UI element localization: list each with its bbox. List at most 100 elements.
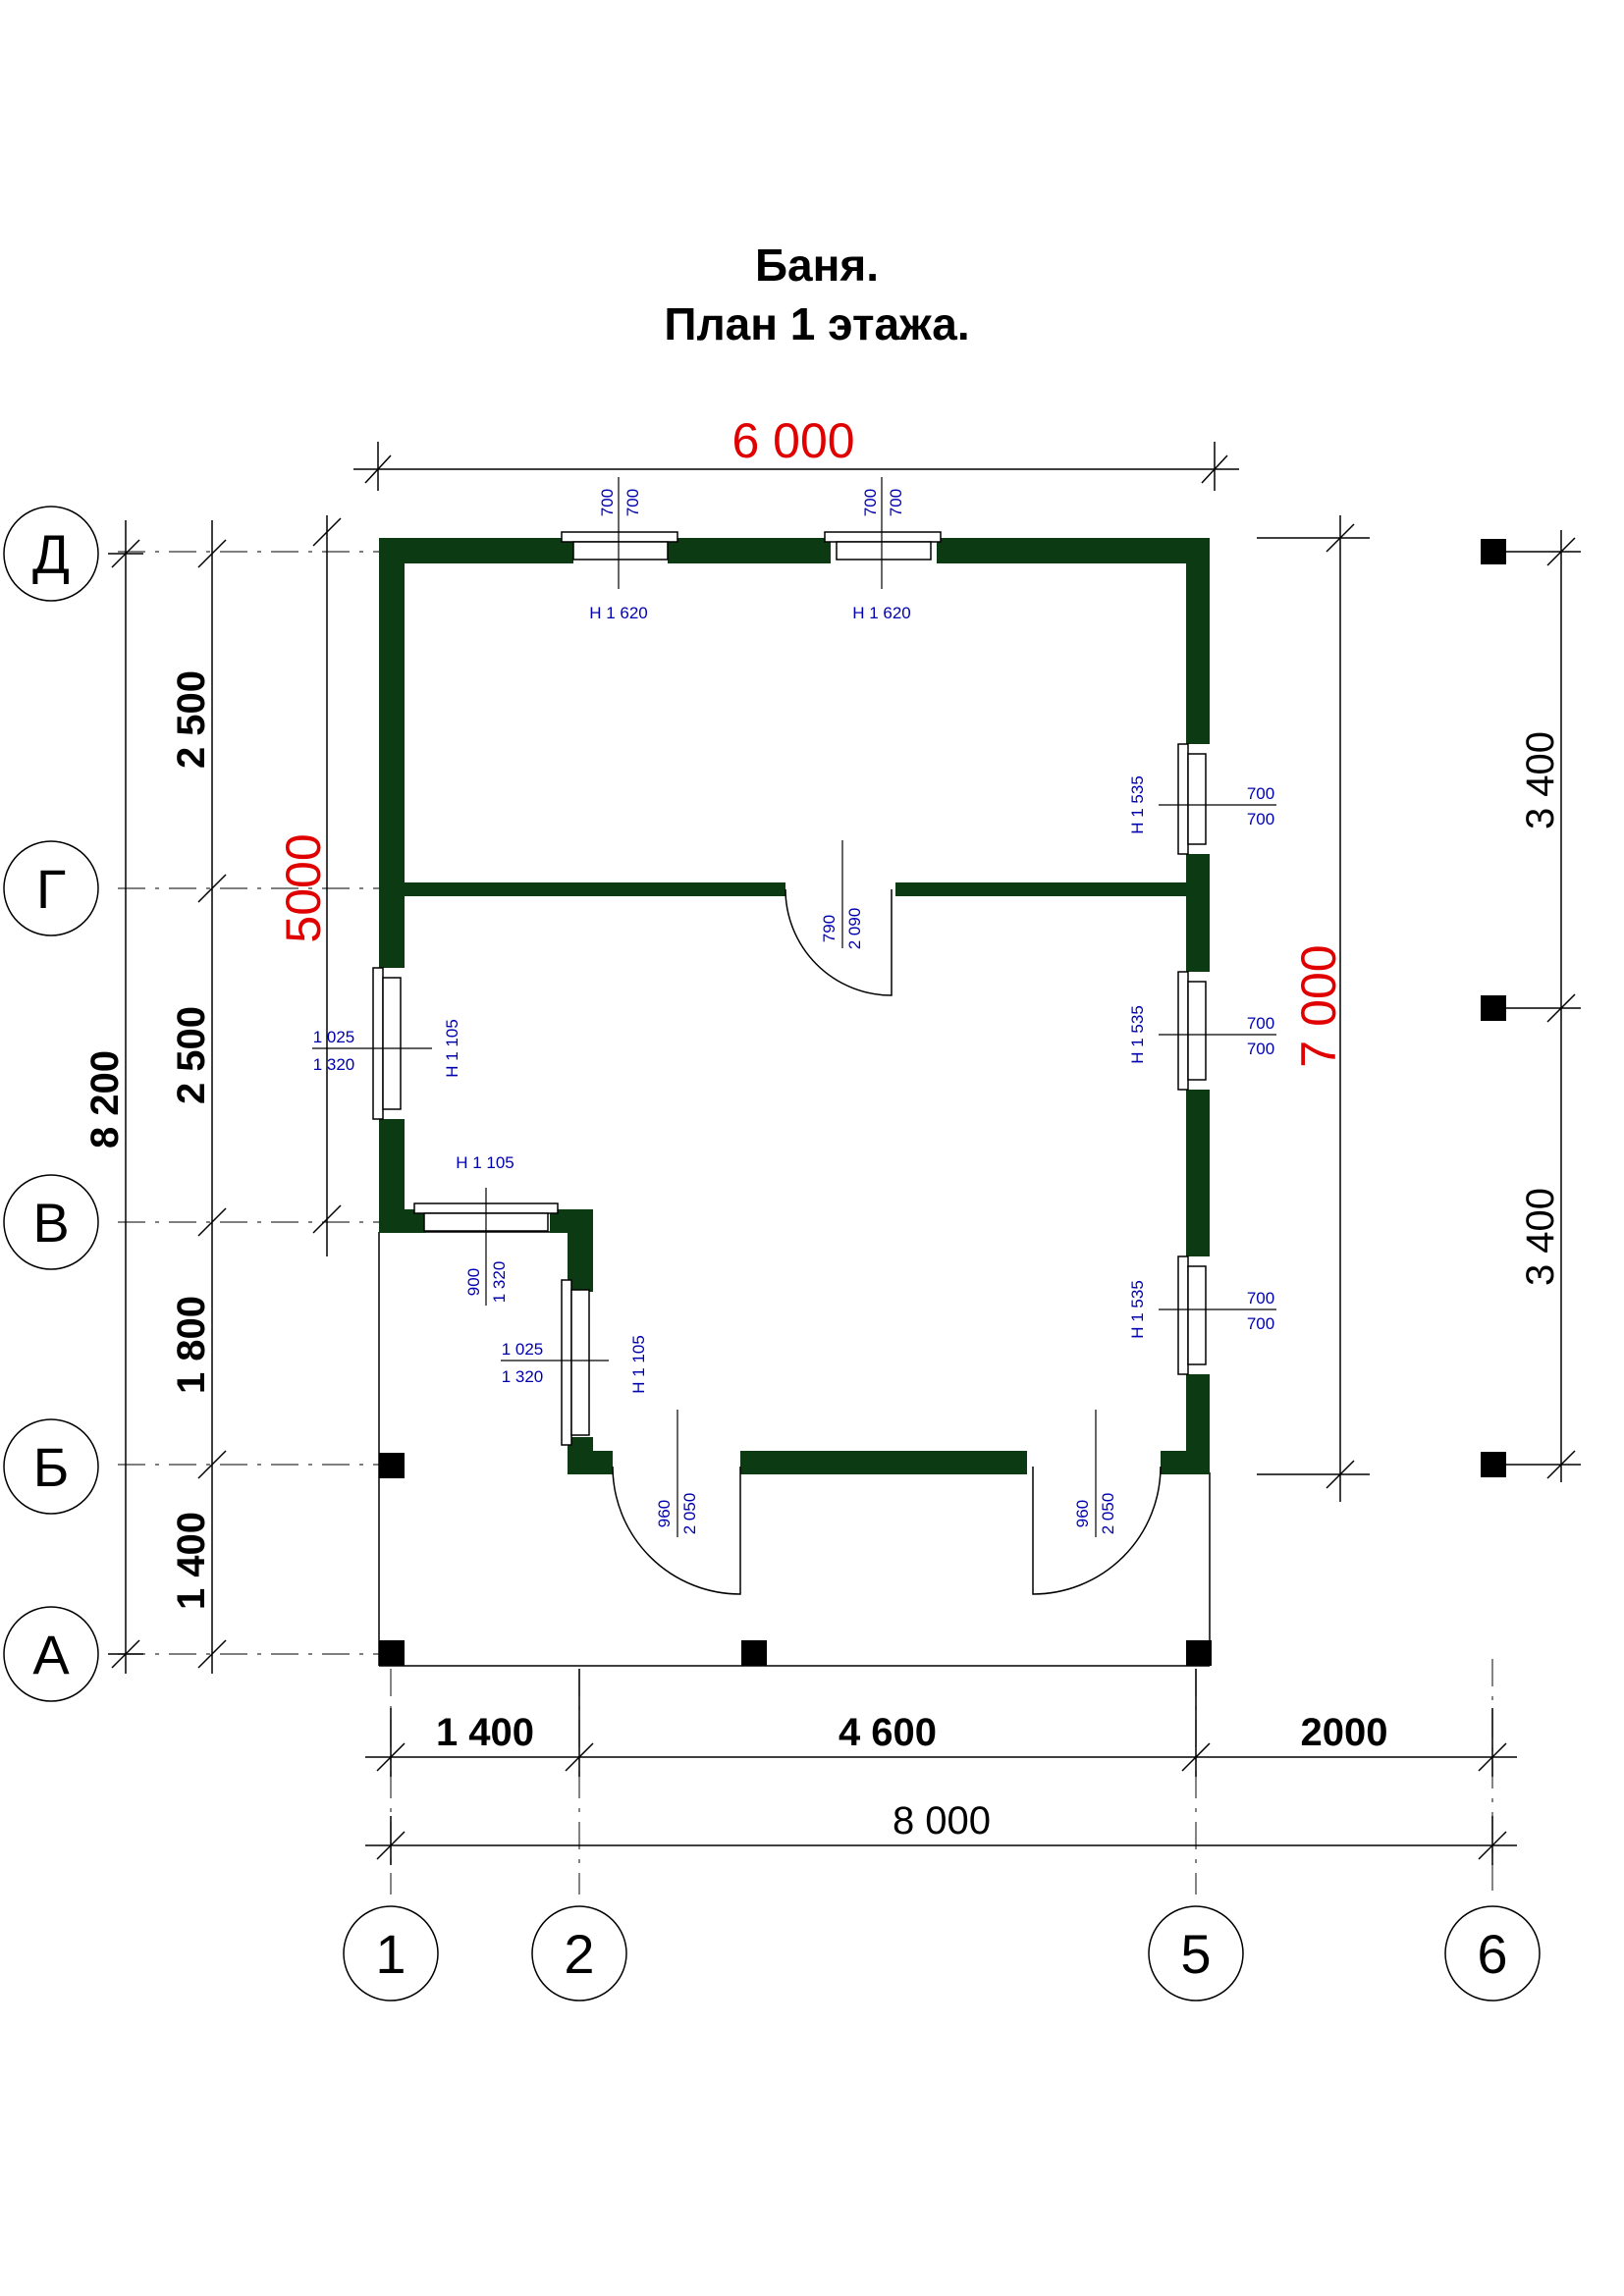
right-window-3-sill: Н 1 535 xyxy=(1128,1280,1147,1339)
right-window-3 xyxy=(1177,1255,1189,1375)
row-axis-markers: Д Г В Б А xyxy=(3,506,99,1702)
plan-title-line2: План 1 этажа. xyxy=(664,298,969,349)
left-overall-dimension-group: 8 200 xyxy=(83,520,143,1674)
right-window-1-annotation: 700 700 Н 1 535 xyxy=(1128,775,1274,834)
terrace-post-3 xyxy=(741,1640,767,1666)
bottom-segment-2-5: 4 600 xyxy=(839,1711,937,1754)
axis-circle-g xyxy=(3,840,99,936)
bottom-overall-dimension-group: 8 000 xyxy=(365,1799,1517,1865)
terrace-post-4 xyxy=(1186,1640,1212,1666)
left-window xyxy=(372,967,384,1120)
right-window-1-width: 700 xyxy=(1247,784,1274,803)
inner-window-horizontal-annotation: Н 1 105 900 1 320 xyxy=(456,1153,514,1303)
axis-label-b: Б xyxy=(33,1436,70,1498)
left-overall-dimension: 8 200 xyxy=(83,1050,127,1148)
axis-circle-2 xyxy=(531,1905,627,2002)
door-entry-right-height: 2 050 xyxy=(1099,1493,1117,1535)
axis-circle-v xyxy=(3,1174,99,1270)
axis-circle-b xyxy=(3,1418,99,1515)
axis-label-v: В xyxy=(32,1192,69,1254)
inner-window-vertical xyxy=(561,1279,572,1446)
top-window-1-sill: Н 1 620 xyxy=(589,604,648,622)
right-post-2 xyxy=(1481,995,1506,1021)
right-red-dimension-group: 7 000 xyxy=(1257,515,1370,1502)
right-window-1 xyxy=(1177,743,1189,855)
door-interior-width: 790 xyxy=(820,915,839,942)
top-window-2-width: 700 xyxy=(861,489,880,516)
axis-circle-5 xyxy=(1148,1905,1244,2002)
door-entry-right-swing xyxy=(1032,1466,1162,1595)
top-window-1 xyxy=(561,531,678,543)
inner-window-vertical-height: 1 320 xyxy=(502,1367,544,1386)
axis-label-5: 5 xyxy=(1180,1923,1211,1985)
annotation-leaders xyxy=(312,477,1276,1537)
left-window-height: 1 320 xyxy=(313,1055,355,1074)
door-interior-swing xyxy=(785,888,893,996)
left-window-width: 1 025 xyxy=(313,1028,355,1046)
left-segment-d-g: 2 500 xyxy=(170,670,213,769)
door-entry-left-swing xyxy=(612,1466,741,1595)
inner-window-vertical-annotation: 1 025 1 320 Н 1 105 xyxy=(502,1335,648,1394)
left-segment-b-a: 1 400 xyxy=(170,1512,213,1610)
top-window-1-width: 700 xyxy=(598,489,617,516)
doors xyxy=(612,888,1162,1595)
inner-window-vertical-width: 1 025 xyxy=(502,1340,544,1359)
door-entry-right-annotation: 960 2 050 xyxy=(1073,1493,1117,1535)
inner-window-horizontal-height: 1 320 xyxy=(490,1261,509,1304)
right-window-2-annotation: 700 700 Н 1 535 xyxy=(1128,1005,1274,1064)
top-dimension: 6 000 xyxy=(353,413,1239,491)
bottom-segment-5-6: 2000 xyxy=(1301,1711,1388,1754)
right-segment-lower: 3 400 xyxy=(1519,1188,1562,1286)
top-window-2-height: 700 xyxy=(887,489,905,516)
axis-label-d: Д xyxy=(32,523,70,585)
axis-circle-d xyxy=(3,506,99,602)
right-window-1-height: 700 xyxy=(1247,810,1274,828)
right-window-2 xyxy=(1177,971,1189,1091)
axis-label-6: 6 xyxy=(1477,1923,1507,1985)
walls xyxy=(379,538,1210,1474)
axis-label-2: 2 xyxy=(564,1923,594,1985)
inner-window-horizontal-width: 900 xyxy=(464,1268,483,1296)
left-segment-v-b: 1 800 xyxy=(170,1296,213,1394)
left-inner-dimension: 5000 xyxy=(276,515,342,1256)
bottom-segment-dimensions: 1 400 4 600 2000 xyxy=(365,1669,1517,1777)
door-interior-annotation: 790 2 090 xyxy=(820,908,864,950)
right-window-1-sill: Н 1 535 xyxy=(1128,775,1147,834)
left-segment-dimensions: 2 500 2 500 1 800 1 400 xyxy=(170,520,227,1674)
top-overall-dimension: 6 000 xyxy=(731,413,854,468)
axis-label-a: А xyxy=(32,1624,70,1685)
left-segment-g-v: 2 500 xyxy=(170,1006,213,1104)
right-window-2-width: 700 xyxy=(1247,1014,1274,1033)
top-window-1-height: 700 xyxy=(623,489,642,516)
right-window-2-height: 700 xyxy=(1247,1040,1274,1058)
right-red-dimension: 7 000 xyxy=(1291,944,1346,1067)
door-entry-left-height: 2 050 xyxy=(680,1493,699,1535)
top-window-1-annotation: 700 700 Н 1 620 xyxy=(589,489,648,622)
bottom-segment-1-2: 1 400 xyxy=(436,1711,534,1754)
row-grid-lines xyxy=(118,551,393,1655)
axis-circle-a xyxy=(3,1606,99,1702)
top-window-2-annotation: 700 700 Н 1 620 xyxy=(852,489,911,622)
door-entry-left-width: 960 xyxy=(655,1500,674,1527)
right-window-3-height: 700 xyxy=(1247,1314,1274,1333)
inner-window-horizontal-sill: Н 1 105 xyxy=(456,1153,514,1172)
top-window-2 xyxy=(824,531,942,543)
door-entry-left-annotation: 960 2 050 xyxy=(655,1493,699,1535)
left-window-sill: Н 1 105 xyxy=(443,1019,461,1078)
door-entry-right-width: 960 xyxy=(1073,1500,1092,1527)
column-grid-lines xyxy=(390,1659,1493,1895)
right-segment-dimensions: 3 400 3 400 xyxy=(1481,530,1581,1482)
terrace-post-2 xyxy=(379,1640,405,1666)
axis-label-1: 1 xyxy=(375,1923,406,1985)
right-window-3-annotation: 700 700 Н 1 535 xyxy=(1128,1280,1274,1339)
door-interior-height: 2 090 xyxy=(845,908,864,950)
bottom-overall-dimension: 8 000 xyxy=(893,1799,991,1842)
right-segment-upper: 3 400 xyxy=(1519,731,1562,829)
top-window-2-sill: Н 1 620 xyxy=(852,604,911,622)
terrace-outline xyxy=(378,1231,1212,1667)
right-window-3-width: 700 xyxy=(1247,1289,1274,1308)
left-window-annotation: 1 025 1 320 Н 1 105 xyxy=(313,1019,461,1078)
inner-window-vertical-sill: Н 1 105 xyxy=(629,1335,648,1394)
axis-label-g: Г xyxy=(36,858,66,920)
